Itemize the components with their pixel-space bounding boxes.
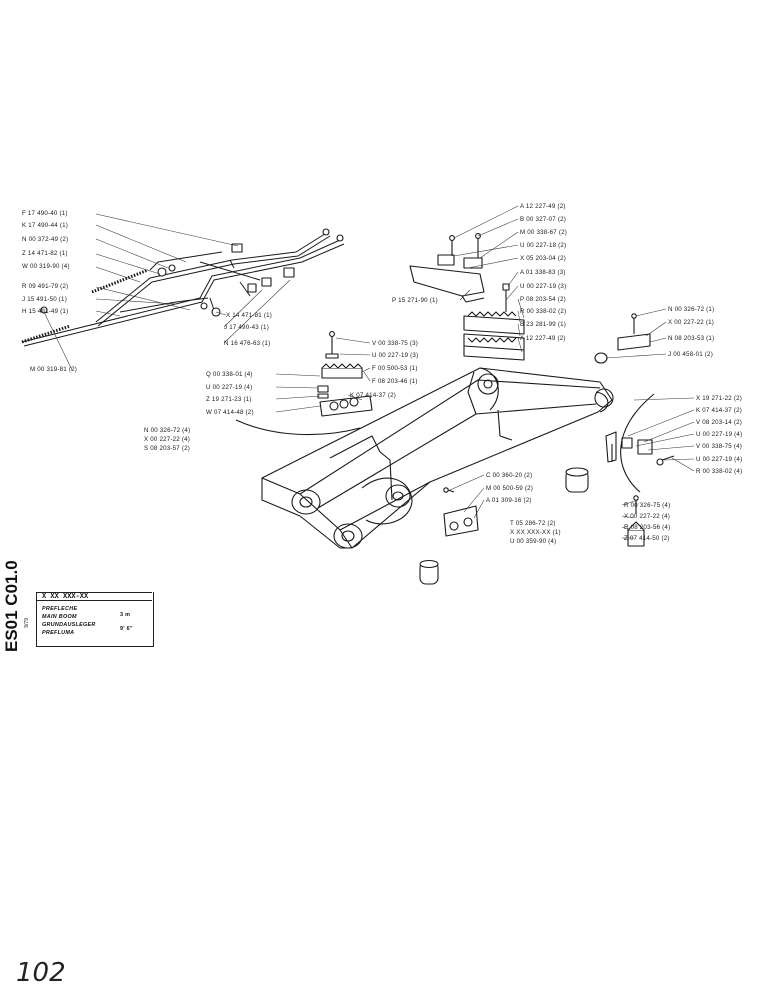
part-label: F 17 490-40 (1) [22, 210, 68, 217]
part-label: X 00 227-22 (1) [668, 319, 714, 326]
part-label: M 00 338-67 (2) [520, 229, 568, 236]
title-fr: PREFLECHE [42, 606, 78, 612]
size-metric: 3 m [120, 612, 131, 618]
right-side-parts [419, 313, 675, 585]
boom-body [261, 367, 613, 549]
part-label: K 07 414-37 (2) [350, 392, 396, 399]
clamp-assembly-top [409, 233, 525, 361]
pivot-bosses [291, 373, 614, 549]
part-label: K 17 490-44 (1) [22, 222, 68, 229]
part-label: J 15 491-50 (1) [22, 296, 67, 303]
part-label: R 00 338-02 (2) [520, 308, 567, 315]
part-label: C 00 360-20 (2) [486, 472, 533, 479]
part-label: P 08 203-54 (2) [520, 296, 566, 303]
part-label: R 00 338-02 (4) [696, 468, 743, 475]
part-number-bar: X XX XXX-XX [36, 592, 152, 601]
part-label: U 00 227-18 (2) [520, 242, 567, 249]
part-label: U 00 227-19 (3) [520, 283, 567, 290]
hydraulic-pipes [21, 231, 345, 347]
part-label: U 00 359-90 (4) [510, 538, 557, 545]
title-de: GRUNDAUSLEGER [42, 622, 96, 628]
title-block [36, 592, 154, 647]
part-label: H 15 491-49 (1) [22, 308, 69, 315]
leader-lines [43, 205, 695, 539]
part-label: P 15 271-90 (1) [392, 297, 438, 304]
part-label: T 05 286-72 (2) [510, 520, 556, 527]
part-label: Q 00 338-01 (4) [206, 371, 253, 378]
part-label: U 00 227-19 (4) [206, 384, 253, 391]
part-label: K 07 414-37 (2) [696, 407, 742, 414]
part-label: V 00 338-75 (3) [372, 340, 418, 347]
part-label: F 00 500-53 (1) [372, 365, 418, 372]
part-label: A 01 338-83 (3) [520, 269, 566, 276]
part-label: N 00 372-49 (2) [22, 236, 69, 243]
part-label: N 16 476-63 (1) [224, 340, 271, 347]
part-label: A 01 309-16 (2) [486, 497, 532, 504]
part-label: J 17 490-43 (1) [224, 324, 269, 331]
part-label: S 08 203-57 (2) [144, 445, 190, 452]
part-label: B 23 281-99 (1) [520, 321, 566, 328]
part-label: R 09 491-79 (2) [22, 283, 69, 290]
part-label: W 00 319-90 (4) [22, 263, 70, 270]
detail-arcs [235, 393, 655, 493]
part-label: M 00 319-81 (2) [30, 366, 78, 373]
part-label: V 00 338-75 (4) [696, 443, 742, 450]
part-label: N 00 326-72 (4) [144, 427, 191, 434]
part-label: V 08 203-14 (2) [696, 419, 742, 426]
part-label: R 08 203-56 (4) [624, 524, 671, 531]
part-label: Z 07 414-50 (2) [624, 535, 670, 542]
clamp-assembly-left [317, 331, 373, 417]
part-label: U 00 227-19 (3) [372, 352, 419, 359]
pipe-fittings [40, 228, 344, 317]
title-es: PREFLUMA [42, 630, 75, 636]
part-label: A 12 227-49 (2) [520, 203, 566, 210]
part-label: A 12 227-49 (2) [520, 335, 566, 342]
part-label: J 00 458-01 (2) [668, 351, 713, 358]
part-label: B 00 327-07 (2) [520, 216, 566, 223]
part-label: M 00 500-59 (2) [486, 485, 534, 492]
document-code: ES01 C01.0 [2, 560, 21, 652]
part-label: X 19 271-22 (2) [696, 395, 742, 402]
part-label: Z 14 471-82 (1) [22, 250, 68, 257]
part-label: R 00 326-75 (4) [624, 502, 671, 509]
part-label: N 00 326-72 (1) [668, 306, 715, 313]
page-number: 102 [16, 958, 66, 988]
part-label: X XX XXX-XX (1) [510, 529, 561, 536]
part-label: X 00 227-22 (4) [624, 513, 670, 520]
part-label: N 08 203-53 (1) [668, 335, 715, 342]
document-date: 9/79 [24, 618, 30, 628]
part-label: X 14 471-81 (1) [226, 312, 272, 319]
part-label: Z 19 271-23 (1) [206, 396, 252, 403]
part-label: F 08 203-46 (1) [372, 378, 418, 385]
part-label: W 07 414-48 (2) [206, 409, 254, 416]
part-label: U 00 227-19 (4) [696, 456, 743, 463]
part-label: X 00 227-22 (4) [144, 436, 190, 443]
title-en: MAIN BOOM [42, 614, 77, 620]
part-label: X 05 203-04 (2) [520, 255, 566, 262]
size-imperial: 9' 6" [120, 626, 133, 632]
part-label: U 00 227-19 (4) [696, 431, 743, 438]
